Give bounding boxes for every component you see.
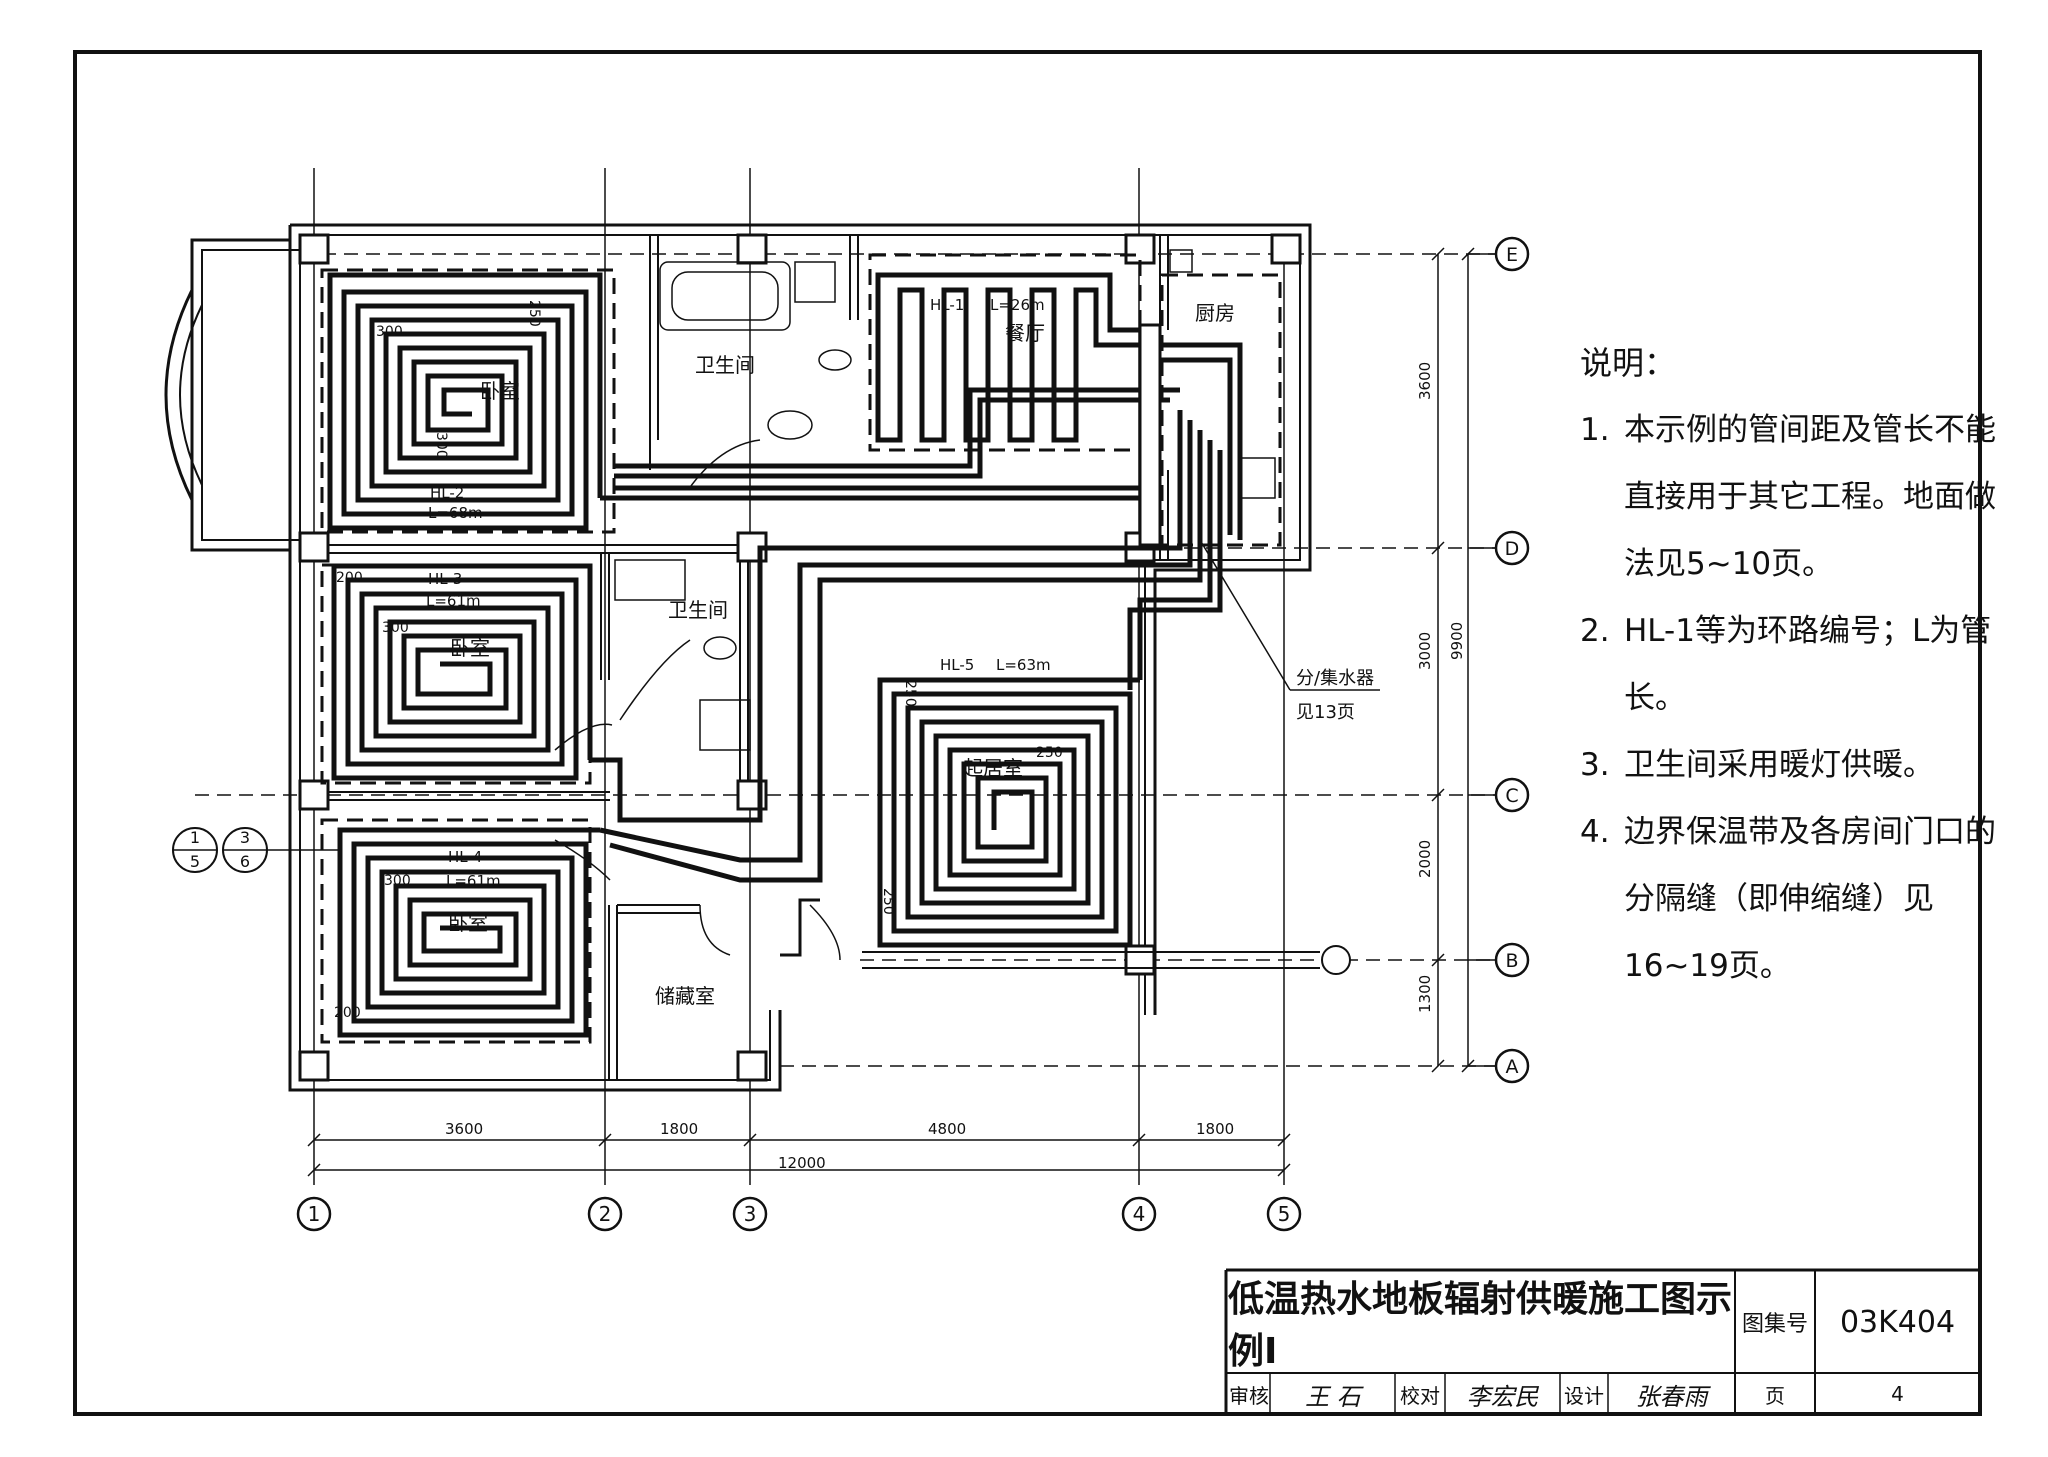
loop-hl2-pipe bbox=[327, 272, 603, 531]
sheet-border bbox=[73, 50, 1982, 1416]
fixtures bbox=[614, 249, 1276, 751]
dim-y-3600: 3600 bbox=[1416, 362, 1434, 400]
dim-y-total: 9900 bbox=[1448, 622, 1466, 660]
dim-x-4800: 4800 bbox=[928, 1120, 966, 1138]
dim-y-1300: 1300 bbox=[1416, 975, 1434, 1013]
room-bedroom-2: 卧室 bbox=[450, 636, 490, 660]
loop-hl3-name: HL-3 bbox=[428, 570, 462, 588]
page-label: 页 bbox=[1765, 1383, 1785, 1408]
loop-hl5-length: L=63m bbox=[996, 656, 1051, 674]
note-item: 1. 本示例的管间距及管长不能直接用于其它工程。地面做法见5~10页。 bbox=[1580, 412, 1996, 582]
section-a-top: 1 bbox=[190, 828, 200, 847]
manifold bbox=[1138, 323, 1380, 691]
title-block-frame bbox=[1224, 1268, 1980, 1414]
loop-hl1-length: L=26m bbox=[990, 296, 1045, 314]
room-dining: 餐厅 bbox=[1005, 321, 1045, 345]
check-label: 校对 bbox=[1400, 1383, 1440, 1408]
spacing-250-hl5-b: 250 bbox=[1036, 745, 1063, 761]
room-kitchen: 厨房 bbox=[1195, 301, 1235, 325]
spacing-200-hl3: 200 bbox=[336, 570, 363, 586]
spacing-300-hl3: 300 bbox=[382, 620, 409, 636]
section-a-bottom: 5 bbox=[190, 852, 200, 871]
section-marks bbox=[172, 827, 340, 873]
axis-label-e: E bbox=[1506, 244, 1518, 266]
room-storage: 储藏室 bbox=[655, 984, 715, 1008]
review-label: 审核 bbox=[1229, 1383, 1269, 1408]
balcony-rail bbox=[862, 945, 1351, 975]
dims-right bbox=[1431, 247, 1475, 1073]
note-item: 4. 边界保温带及各房间门口的分隔缝（即伸缩缝）见16~19页。 bbox=[1580, 814, 1996, 984]
axis-bubbles bbox=[296, 236, 1530, 1232]
structural-columns bbox=[298, 233, 1302, 1082]
axis-label-3: 3 bbox=[744, 1202, 757, 1226]
dim-y-2000: 2000 bbox=[1416, 840, 1434, 878]
axis-label-5: 5 bbox=[1278, 1202, 1291, 1226]
axis-label-4: 4 bbox=[1133, 1202, 1146, 1226]
loop-hl1-pipe bbox=[875, 272, 1150, 443]
atlas-number: 03K404 bbox=[1839, 1304, 1956, 1340]
axis-label-c: C bbox=[1505, 785, 1518, 807]
loop-hl4-length: L=61m bbox=[446, 872, 501, 890]
check-signature: 李宏民 bbox=[1466, 1382, 1539, 1411]
loop-hl4-pipe bbox=[337, 827, 600, 1038]
review-signature: 王 石 bbox=[1305, 1382, 1361, 1411]
room-bedroom-1: 卧室 bbox=[480, 379, 520, 403]
axis-label-2: 2 bbox=[599, 1202, 612, 1226]
loop-hl5-pipe bbox=[877, 677, 1140, 948]
notes-title: 说明： bbox=[1580, 344, 1677, 382]
spacing-250-hl5-a: 250 bbox=[902, 680, 918, 707]
design-notes: 说明： 1. 本示例的管间距及管长不能直接用于其它工程。地面做法见5~10页。 … bbox=[1580, 330, 2000, 1000]
loop-hl2-name: HL-2 bbox=[430, 484, 464, 502]
dims-bottom bbox=[307, 1133, 1291, 1177]
room-bathroom-1: 卫生间 bbox=[695, 353, 755, 377]
design-label: 设计 bbox=[1564, 1383, 1604, 1408]
loop-hl2-length: L=68m bbox=[428, 504, 483, 522]
section-b-bottom: 6 bbox=[240, 852, 250, 871]
bay-window bbox=[164, 238, 300, 552]
design-signature: 张春雨 bbox=[1635, 1382, 1708, 1411]
dim-y-3000: 3000 bbox=[1416, 632, 1434, 670]
room-bedroom-3: 卧室 bbox=[448, 911, 488, 935]
dim-x-3600: 3600 bbox=[445, 1120, 483, 1138]
room-bathroom-2: 卫生间 bbox=[668, 598, 728, 622]
spacing-300-hl2: 300 bbox=[376, 324, 403, 340]
section-b-top: 3 bbox=[240, 828, 250, 847]
dim-x-total: 12000 bbox=[778, 1154, 826, 1172]
dim-x-1800-a: 1800 bbox=[660, 1120, 698, 1138]
room-living: 起居室 bbox=[963, 756, 1023, 780]
dim-x-1800-b: 1800 bbox=[1196, 1120, 1234, 1138]
loop-hl3-pipe bbox=[331, 563, 593, 781]
axis-label-a: A bbox=[1506, 1056, 1519, 1078]
page-number: 4 bbox=[1891, 1382, 1904, 1406]
exterior-walls bbox=[288, 223, 1312, 1092]
spacing-200-hl4: 200 bbox=[334, 1005, 361, 1021]
axis-label-b: B bbox=[1505, 950, 1518, 972]
atlas-label: 图集号 bbox=[1741, 1312, 1808, 1337]
spacing-300-hl2-b: 300 bbox=[433, 432, 449, 459]
axis-label-d: D bbox=[1505, 538, 1520, 560]
spacing-300-hl4: 300 bbox=[384, 873, 411, 889]
supply-return-runs bbox=[590, 342, 1243, 883]
loop-hl1-name: HL-1 bbox=[930, 296, 964, 314]
loop-hl3-length: L=61m bbox=[426, 592, 481, 610]
manifold-label: 分/集水器 bbox=[1296, 668, 1374, 689]
loop-hl5-name: HL-5 bbox=[940, 656, 974, 674]
loop-hl4-name: HL-4 bbox=[448, 848, 482, 866]
axis-label-1: 1 bbox=[308, 1202, 321, 1226]
spacing-250-hl5-c: 250 bbox=[880, 888, 896, 915]
drawing-title: 低温热水地板辐射供暖施工图示例Ⅰ bbox=[1228, 1279, 1733, 1372]
note-item: 2. HL-1等为环路编号；L为管长。 bbox=[1580, 613, 1992, 716]
note-item: 3. 卫生间采用暖灯供暖。 bbox=[1580, 747, 1934, 783]
manifold-ref: 见13页 bbox=[1296, 702, 1355, 723]
spacing-250-hl2: 250 bbox=[526, 300, 542, 327]
